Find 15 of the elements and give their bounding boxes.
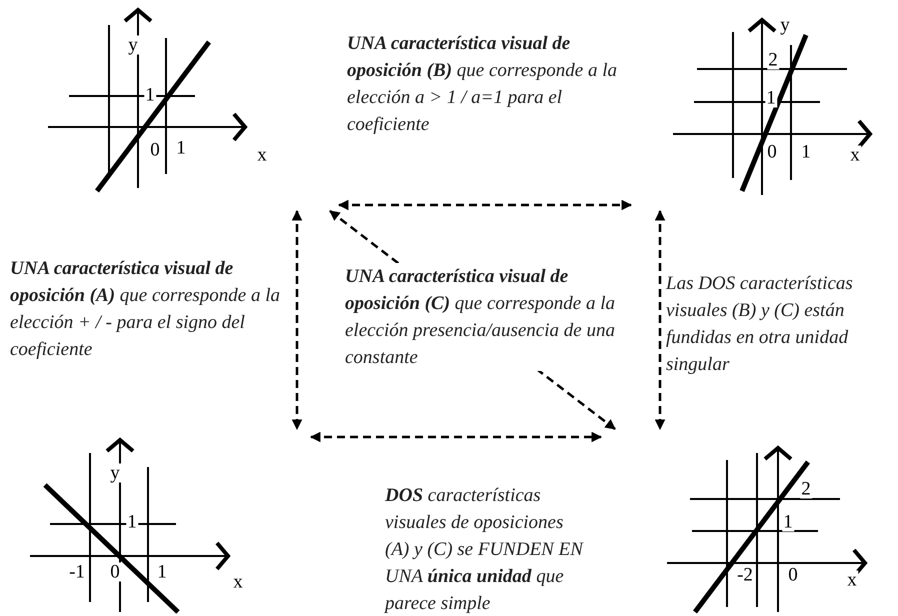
axis-label: y bbox=[109, 464, 121, 482]
tick-label: 1 bbox=[765, 88, 777, 108]
axis-label: y bbox=[127, 36, 139, 54]
tick-label: 2 bbox=[767, 50, 779, 70]
tick-label: 2 bbox=[800, 480, 812, 498]
dashed-double-arrow bbox=[292, 210, 302, 430]
annotation-text: DOS características visuales de oposiciones (A) y (C) se FUNDEN EN UNA única unidad que parece simple bbox=[385, 484, 585, 616]
annotation-text: UNA característica visual de oposición (A) que corresponde a la elección + / - para el signo del coeficiente bbox=[10, 257, 282, 362]
tick-label: 1 bbox=[782, 512, 794, 532]
dashed-double-arrow bbox=[338, 200, 632, 210]
dashed-double-arrow bbox=[310, 432, 602, 442]
annotation-text: UNA característica visual de oposición (B) que corresponde a la elección a > 1 / a=1 para el coeficiente bbox=[347, 32, 618, 137]
annotation-text: Las DOS características visuales (B) y (C) están fundidas en otra unidad singular bbox=[666, 272, 854, 377]
tick-label: 0 bbox=[109, 562, 121, 582]
dashed-double-arrow bbox=[654, 210, 666, 430]
